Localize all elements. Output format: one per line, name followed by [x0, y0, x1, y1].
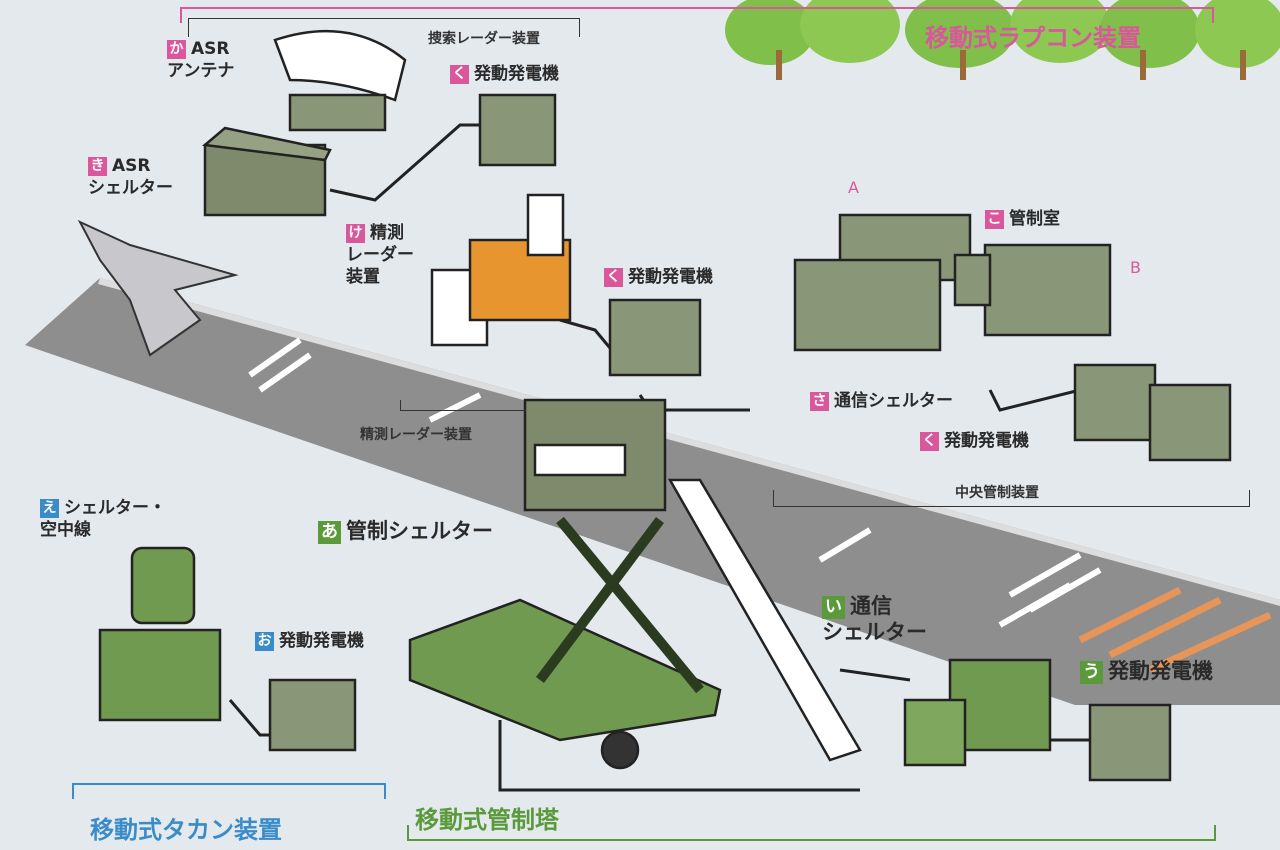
tacan-bracket: [72, 783, 386, 799]
communication-truck: [903, 658, 1052, 767]
search-radar-bracket: [188, 18, 580, 37]
group-title-rapcon: 移動式ラプコン装置: [925, 24, 1141, 52]
point-b: B: [1130, 258, 1141, 277]
precision-radar: [430, 193, 572, 347]
label-generator-central: く発動発電機: [920, 430, 1029, 452]
fighter-jet: [77, 219, 239, 357]
label-tacan-generator: お発動発電機: [255, 630, 364, 652]
label-tacan-shelter: えシェルター・空中線: [40, 498, 166, 540]
subgroup-central-control: 中央管制装置: [955, 485, 1039, 501]
subgroup-precision-radar: 精測レーダー装置: [360, 427, 472, 443]
group-title-tacan: 移動式タカン装置: [90, 816, 282, 844]
label-comm-shelter-rapcon: さ通信シェルター: [810, 390, 953, 412]
subgroup-search-radar: 捜索レーダー装置: [428, 31, 540, 47]
label-tower-generator: う発動発電機: [1080, 658, 1213, 684]
point-a: A: [848, 178, 859, 197]
label-comm-shelter-tower: い通信シェルター: [822, 594, 927, 644]
label-control-shelter: あ管制シェルター: [318, 518, 493, 544]
label-control-room: こ管制室: [985, 208, 1060, 230]
group-title-tower: 移動式管制塔: [415, 806, 559, 834]
control-tower: [408, 398, 862, 770]
trees: [725, 0, 1280, 80]
cables: [228, 123, 1090, 792]
label-generator-precision: く発動発電機: [604, 266, 713, 288]
asr-antenna: [273, 29, 407, 132]
tacan-antenna: [98, 546, 222, 722]
rapcon-bracket: [180, 7, 1214, 23]
central-control-bracket: [773, 490, 1250, 507]
generator: [268, 93, 1232, 782]
precision-radar-bracket: [400, 400, 526, 411]
label-precision-radar: け精測レーダー装置: [346, 223, 414, 287]
tower-bracket: [407, 825, 1216, 841]
central-control-shelters: [793, 213, 1112, 352]
label-generator-search: く発動発電機: [450, 63, 559, 85]
asr-shelter: [202, 126, 332, 217]
